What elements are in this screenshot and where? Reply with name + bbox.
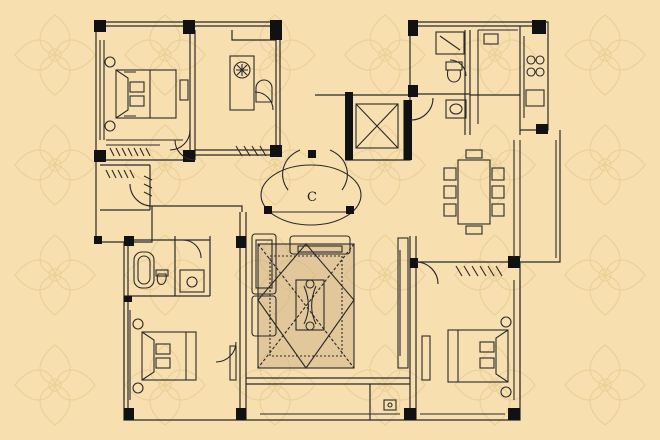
living-room-coffee-table: [295, 279, 325, 331]
master-bedroom-wardrobe-hatching: [455, 265, 503, 277]
dining-table-set: [443, 149, 505, 235]
master-bedroom-bed: [421, 316, 512, 398]
bedroom-southwest-bed: [132, 318, 237, 394]
bedroom-northwest-bed: [115, 69, 177, 119]
entrance-label: C: [307, 190, 317, 205]
kitchen-counter: [477, 29, 545, 124]
study-shelf-hatching: [235, 145, 267, 157]
interior-partitions: [100, 26, 521, 420]
living-room-tv-cabinet: [397, 237, 409, 369]
foyer-columns: [264, 150, 354, 214]
study-desk: [229, 55, 273, 111]
living-room-sofa: [251, 233, 351, 337]
bedroom-northwest-nightstands: [104, 56, 189, 132]
wardrobe-hatching: [105, 147, 153, 197]
windows: [99, 40, 557, 421]
living-room-rug: [257, 243, 355, 369]
bathroom-west-fixtures: [133, 251, 205, 293]
foyer-round-lobby: [260, 164, 362, 226]
elevator-shaft: [355, 103, 399, 149]
structural-columns: [94, 20, 548, 420]
south-utility-fixture: [383, 399, 397, 411]
bathroom-north-fixtures: [435, 31, 467, 119]
